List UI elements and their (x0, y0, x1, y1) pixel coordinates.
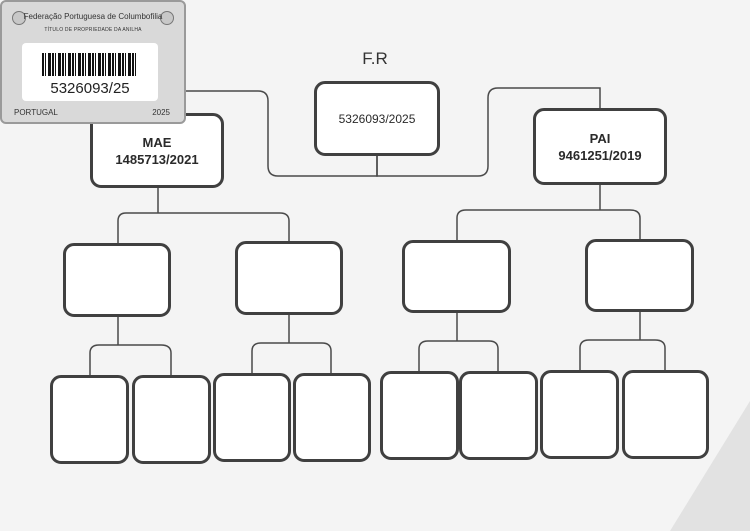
great-grandparent-box (132, 375, 211, 464)
great-grandparent-box (622, 370, 709, 459)
great-grandparent-box (459, 371, 538, 460)
mother-ring: 1485713/2021 (115, 151, 199, 167)
document-title: F.R (362, 49, 388, 68)
federation-emblem-icon (160, 11, 174, 25)
father-ring: 9461251/2019 (558, 147, 642, 163)
card-ring-number: 5326093/25 (50, 80, 130, 97)
great-grandparent-box (380, 371, 459, 460)
great-grandparent-box (213, 373, 291, 462)
connector-gp1-ggp (89, 317, 172, 375)
connector-subject-father (376, 87, 601, 177)
ring-ownership-card: Federação Portuguesa de Columbofilia TÍT… (0, 0, 186, 124)
father-label: PAI (589, 130, 611, 146)
connector-gp2-ggp (251, 315, 332, 373)
subject-ring: 5326093/2025 (338, 111, 416, 126)
grandparent-box (63, 243, 171, 317)
grandparent-box (402, 240, 511, 313)
card-subtitle: TÍTULO DE PROPRIEDADE DA ANILHA (44, 27, 142, 33)
mother-box: MAE 1485713/2021 (90, 113, 224, 188)
federation-name: Federação Portuguesa de Columbofilia (23, 12, 163, 21)
grandparent-box (235, 241, 343, 315)
card-country: PORTUGAL (14, 108, 58, 117)
great-grandparent-box (540, 370, 619, 459)
grandparent-box (585, 239, 694, 312)
connector-father-gp (456, 185, 641, 240)
great-grandparent-box (50, 375, 129, 464)
connector-mother-gp (117, 188, 290, 243)
card-year: 2025 (152, 108, 170, 117)
great-grandparent-box (293, 373, 371, 462)
connector-gp3-ggp (418, 313, 499, 371)
mother-label: MAE (142, 134, 172, 150)
card-label: 5326093/25 (22, 43, 158, 101)
barcode-icon (42, 53, 138, 76)
father-box: PAI 9461251/2019 (533, 108, 667, 185)
connector-subject-mother (157, 90, 378, 177)
subject-box: 5326093/2025 (314, 81, 440, 156)
connector-gp4-ggp (579, 312, 666, 370)
federation-emblem-icon (12, 11, 26, 25)
